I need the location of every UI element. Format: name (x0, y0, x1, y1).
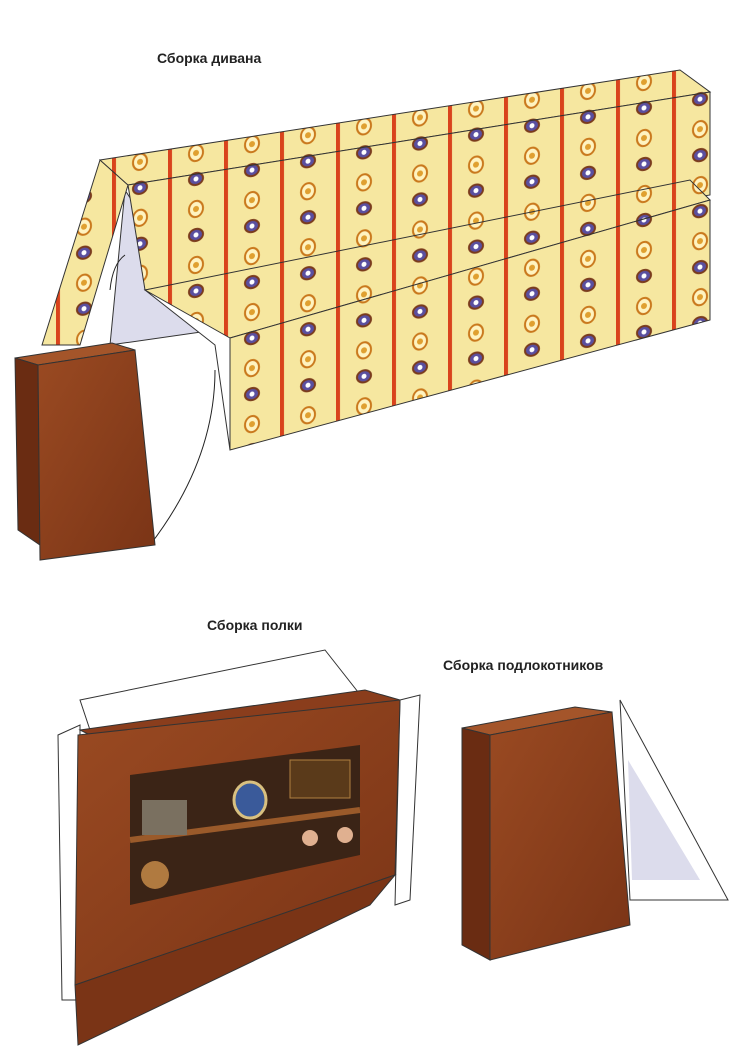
fold-arrow (109, 254, 126, 291)
armrest-box-side (37, 349, 156, 561)
shelf-assembly-title: Сборка полки (207, 617, 303, 633)
armrest-side (489, 711, 631, 961)
shelf-diagram (57, 649, 421, 1046)
shelf-bottom-flap (74, 873, 397, 1046)
armrest-front (461, 727, 491, 961)
sofa-assembly-title: Сборка дивана (157, 50, 262, 66)
chest (142, 800, 187, 835)
sofa-back-front (127, 91, 711, 291)
armrest-box-front (14, 357, 41, 546)
armrest-diagram (461, 699, 729, 961)
shelf-right-flap (394, 694, 421, 906)
plate (232, 780, 268, 820)
books (289, 759, 351, 799)
armrests-assembly-title: Сборка подлокотников (443, 657, 604, 673)
armrest-shadow (628, 760, 700, 880)
fold-arrow (149, 369, 216, 546)
sofa-seat-front (229, 199, 711, 451)
sofa-diagram (14, 69, 712, 561)
teddy-bear (141, 861, 169, 889)
doll (337, 827, 353, 843)
doll (302, 830, 318, 846)
